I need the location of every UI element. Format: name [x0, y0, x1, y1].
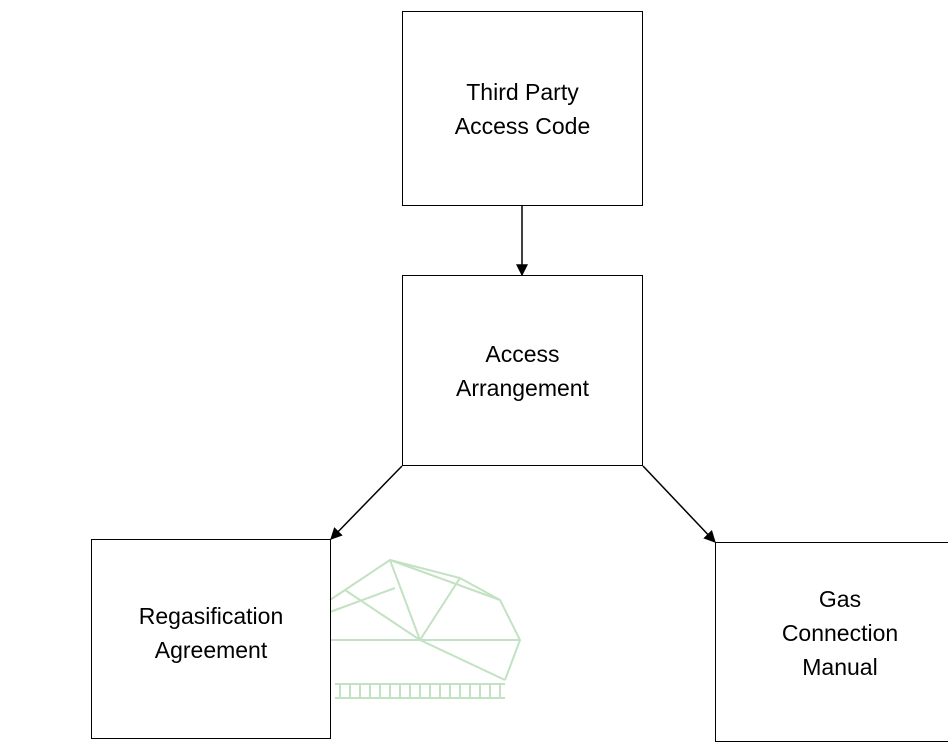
- gas-connection-manual-box: Gas Connection Manual: [715, 542, 948, 742]
- access-arrangement-box: Access Arrangement: [402, 275, 643, 466]
- regasification-agreement-box: Regasification Agreement: [91, 539, 331, 739]
- third-party-access-code-box: Third Party Access Code: [402, 11, 643, 206]
- diagram-canvas: [329, 206, 716, 699]
- third-party-access-code-label: Third Party Access Code: [454, 78, 591, 139]
- arrow-aa-to-gcm: [642, 465, 716, 543]
- watermark-emblem: [329, 558, 522, 699]
- arrow-aa-to-ra: [330, 465, 403, 540]
- access-arrangement-label: Access Arrangement: [456, 340, 589, 401]
- gas-connection-manual-label: Gas Connection Manual: [781, 586, 899, 680]
- regasification-agreement-label: Regasification Agreement: [138, 603, 284, 663]
